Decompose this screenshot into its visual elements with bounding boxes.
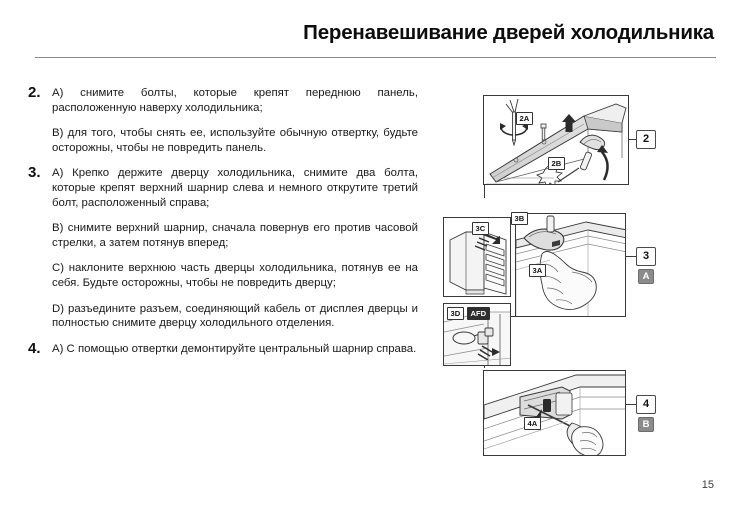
instruction-step: 2. А) снимите болты, которые крепят пере… — [28, 84, 418, 155]
figure-tag-3c: 3C — [472, 222, 489, 235]
page-header: Перенавешивание дверей холодильника — [0, 0, 750, 60]
figure-panel-3: 3A — [515, 213, 626, 317]
instruction-list: 2. А) снимите болты, которые крепят пере… — [28, 84, 418, 367]
figure-marker-3: 3 — [636, 247, 656, 266]
step-body: А) С помощью отвертки демонтируйте центр… — [52, 342, 418, 357]
figure-connector — [626, 404, 636, 406]
page-title: Перенавешивание дверей холодильника — [303, 21, 714, 44]
figure-marker-2: 2 — [636, 130, 656, 149]
step-paragraph: А) С помощью отвертки демонтируйте центр… — [52, 342, 417, 355]
figure-panel-4: 4A — [483, 370, 626, 456]
figure-panel-2: 2A 2B — [483, 95, 629, 185]
figure-connector — [511, 316, 551, 318]
page-number: 15 — [701, 479, 714, 491]
panel-4-illustration — [484, 374, 625, 455]
figure-tag-3b: 3B — [511, 212, 528, 225]
instruction-step: 4. А) С помощью отвертки демонтируйте це… — [28, 339, 418, 357]
panel-3-illustration — [516, 215, 625, 316]
figure-tag-2a: 2A — [516, 112, 533, 125]
step-paragraph: А) снимите болты, которые крепят передню… — [52, 87, 418, 114]
panel-3d-illustration — [444, 311, 510, 365]
figure-tag-3d: 3D — [447, 307, 464, 320]
figure-marker-letter-a: A — [638, 269, 654, 284]
figure-tag-afd: AFD — [467, 307, 490, 320]
figure-marker-letter-b: B — [638, 417, 654, 432]
figure-tag-4a: 4A — [524, 417, 541, 430]
step-body: А) снимите болты, которые крепят передню… — [52, 86, 418, 155]
figure-inset-3d: 3D AFD — [443, 303, 511, 366]
step-paragraph: С) наклоните верхнюю часть дверцы холоди… — [52, 262, 418, 289]
figure-connector — [626, 256, 636, 258]
step-paragraph: В) снимите верхний шарнир, сначала повер… — [52, 222, 418, 249]
step-number: 2. — [28, 84, 41, 101]
instruction-step: 3. А) Крепко держите дверцу холодильника… — [28, 164, 418, 330]
figure-column: 2A 2B 2 — [440, 84, 740, 474]
step-body: А) Крепко держите дверцу холодильника, с… — [52, 166, 418, 330]
step-paragraph: D) разъедините разъем, соединяющий кабел… — [52, 302, 418, 330]
header-divider — [35, 57, 716, 58]
step-paragraph: А) Крепко держите дверцу холодильника, с… — [52, 167, 418, 209]
figure-tag-3a: 3A — [529, 264, 546, 277]
figure-connector — [629, 139, 636, 141]
figure-inset-3c: 3C — [443, 217, 511, 297]
panel-3c-illustration — [449, 231, 507, 295]
figure-marker-4: 4 — [636, 395, 656, 414]
figure-connector — [484, 184, 486, 198]
step-number: 4. — [28, 339, 41, 357]
step-paragraph: В) для того, чтобы снять ее, используйте… — [52, 127, 418, 154]
panel-2-illustration — [486, 98, 627, 184]
step-number: 3. — [28, 164, 41, 182]
figure-tag-2b: 2B — [548, 157, 565, 170]
